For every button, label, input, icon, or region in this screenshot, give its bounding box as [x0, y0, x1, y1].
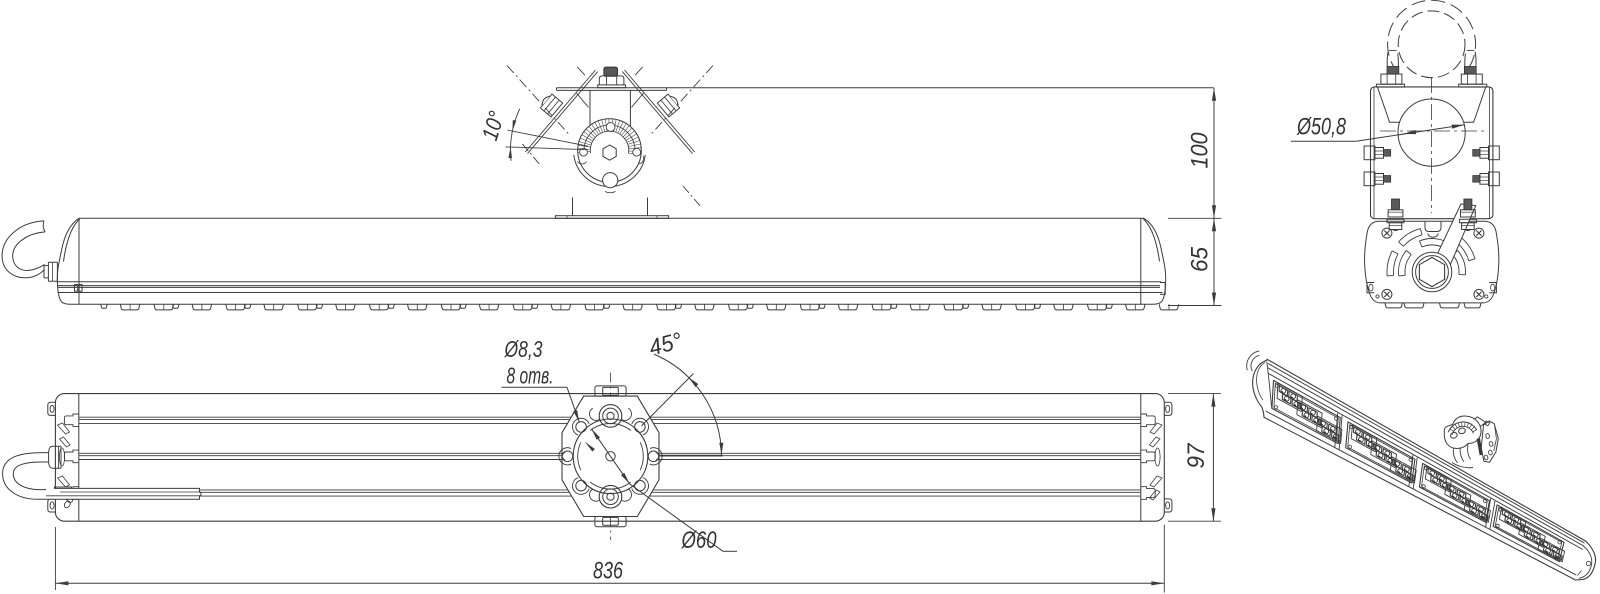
svg-text:97: 97	[1183, 442, 1210, 469]
svg-text:Ø50,8: Ø50,8	[1296, 114, 1346, 141]
svg-text:836: 836	[593, 558, 623, 585]
svg-text:Ø60: Ø60	[681, 527, 717, 554]
svg-text:8 отв.: 8 отв.	[507, 363, 554, 389]
svg-text:100: 100	[1187, 132, 1214, 169]
svg-text:Ø8,3: Ø8,3	[504, 336, 543, 362]
svg-text:65: 65	[1187, 246, 1214, 272]
